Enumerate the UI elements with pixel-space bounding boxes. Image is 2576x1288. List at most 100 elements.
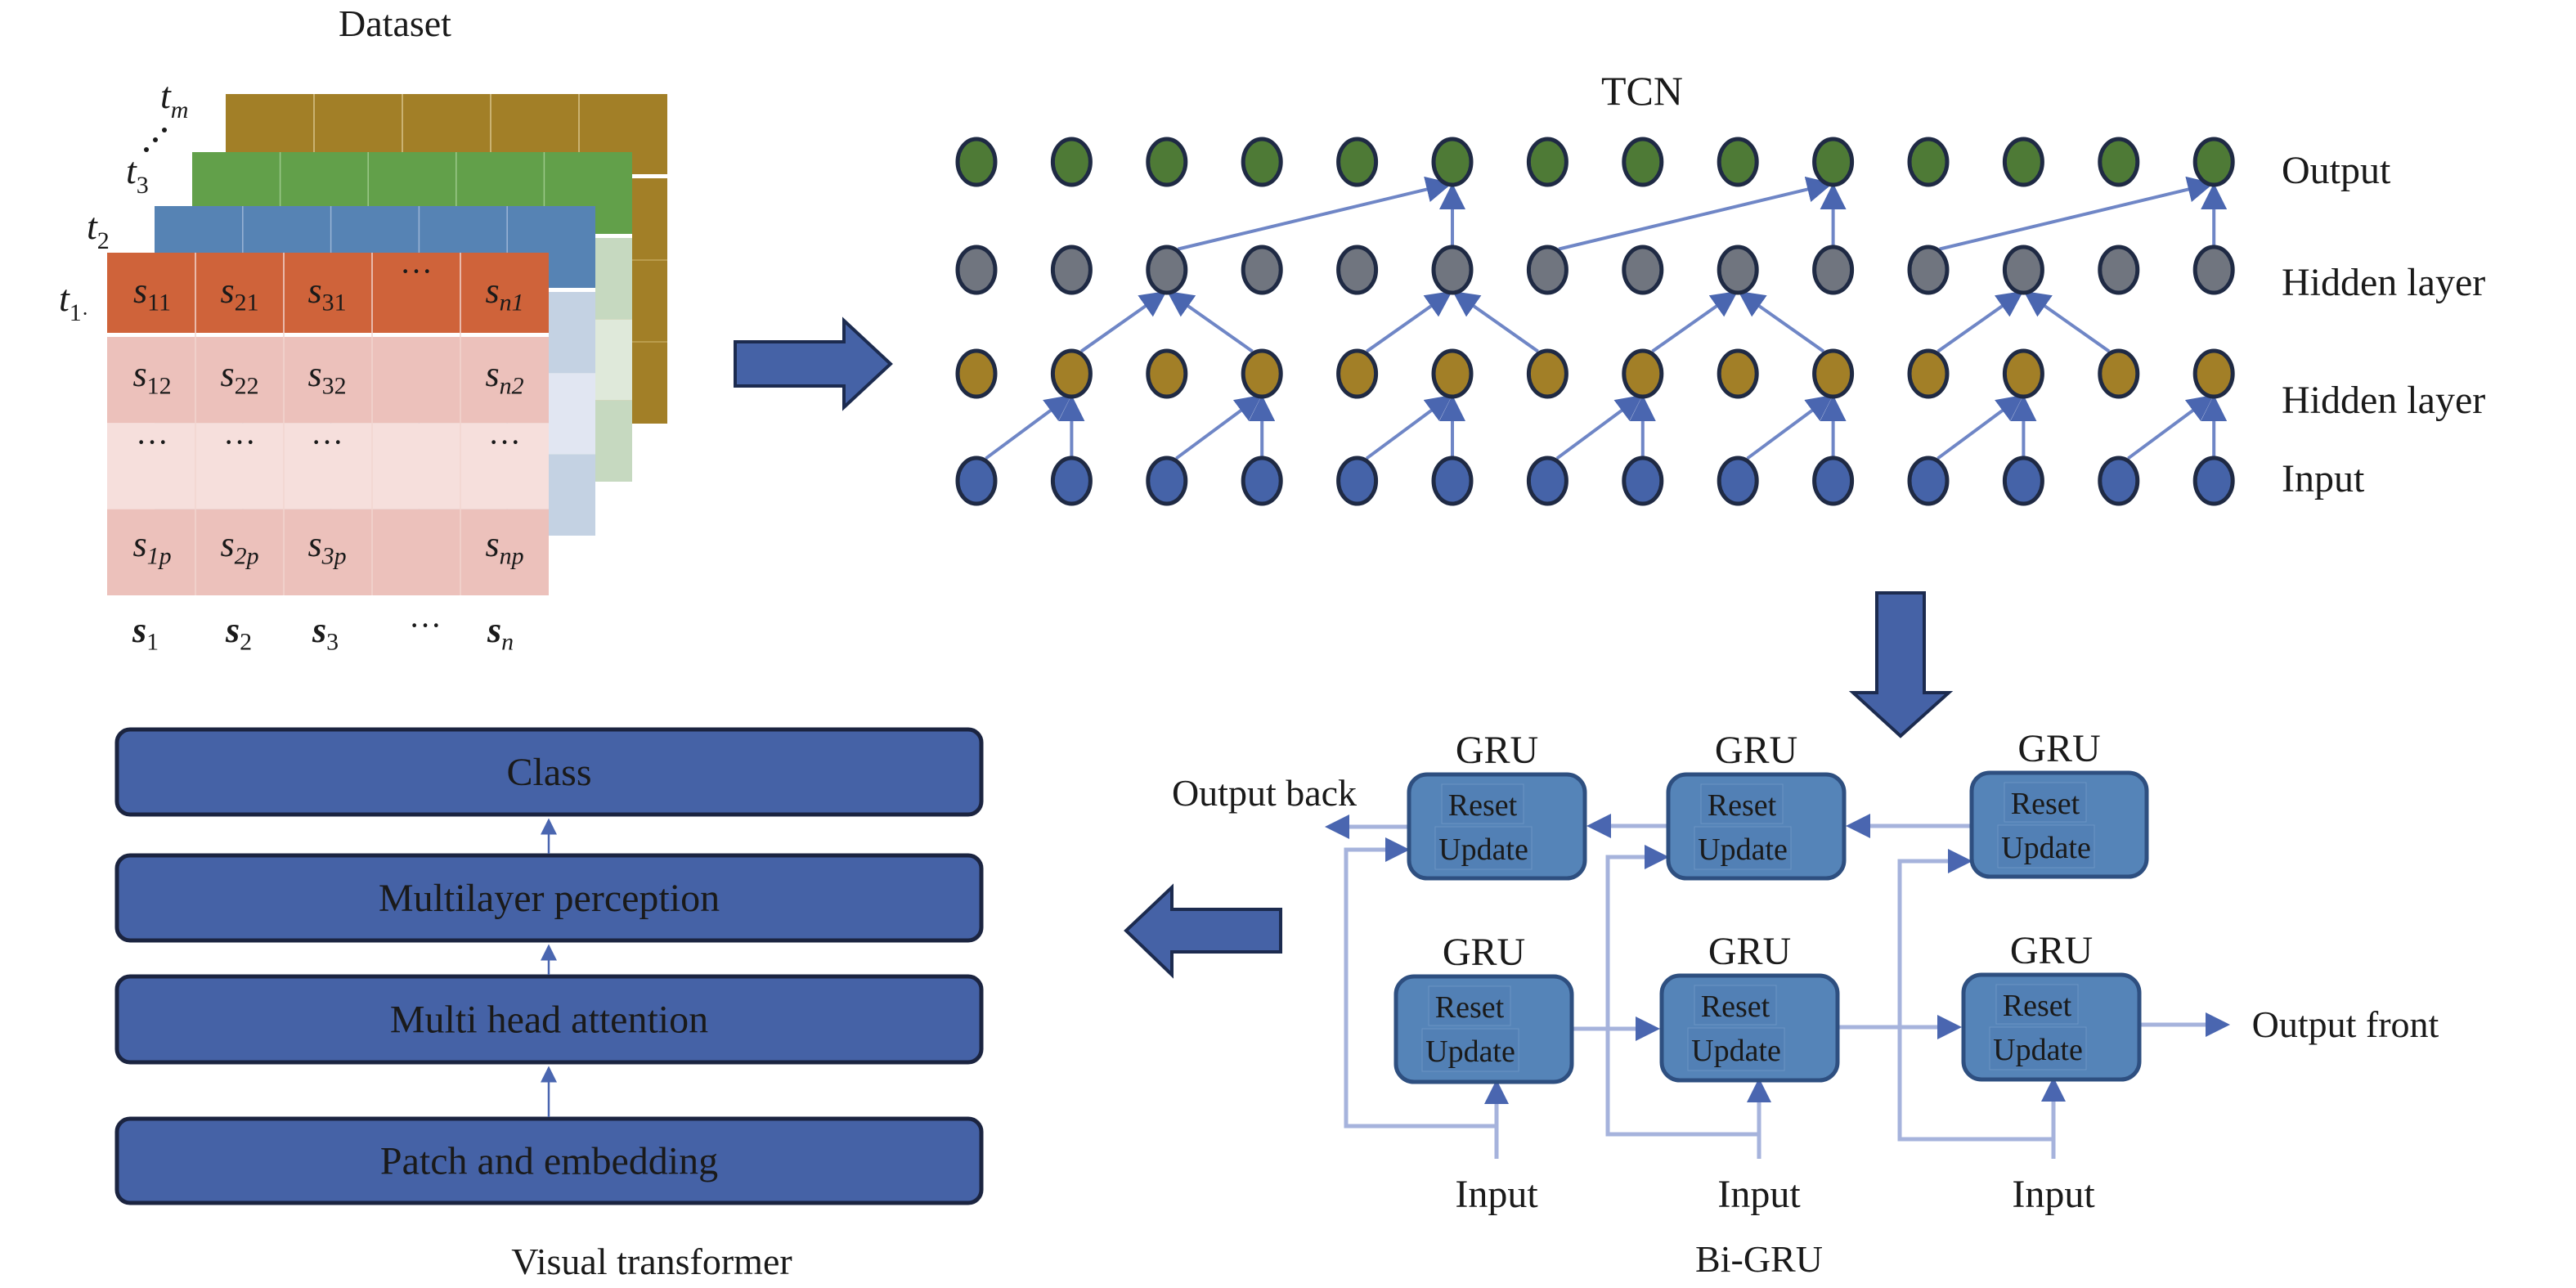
bigru-feedback-line [1897, 849, 2053, 1142]
tcn-node [1622, 348, 1664, 399]
tcn-node [955, 456, 998, 506]
flow-arrow-down [1848, 591, 1954, 738]
vt-block-label: Multilayer perception [379, 877, 720, 920]
flow-arrow-right [734, 316, 893, 411]
math-base: s [225, 610, 240, 650]
tcn-node [1050, 245, 1093, 295]
math-base: s [307, 524, 321, 564]
gru-reset-gate [1995, 984, 2079, 1025]
time-label-t3: t3 [126, 150, 149, 199]
tcn-layer-label: Hidden layer [2282, 261, 2485, 304]
tcn-edge-hidden-hidden [2023, 290, 2111, 353]
time-label-t2: t2 [87, 205, 110, 254]
tcn-edge-input-hidden [2127, 394, 2215, 460]
vt-block-label: Multi head attention [390, 999, 708, 1042]
tcn-edge-hidden-hidden [1166, 290, 1254, 353]
gru-cell-title: GRU [1715, 729, 1797, 772]
tcn-node [955, 137, 998, 187]
tcn-node [2002, 348, 2044, 399]
gru-update-label: Update [1698, 832, 1788, 867]
tcn-node [1622, 456, 1664, 506]
math-base: s [307, 271, 321, 311]
bigru-input-label: Input [1717, 1173, 1801, 1216]
gru-reset-label: Reset [2003, 989, 2072, 1023]
math-subscript: 11 [147, 289, 171, 316]
tcn-node [1907, 137, 1950, 187]
dataset-title: Dataset [339, 2, 451, 44]
math-base: s [312, 610, 326, 650]
matrix-cell: snp [485, 524, 523, 570]
ellipsis-dot [144, 147, 149, 152]
time-label-base: t [160, 74, 172, 116]
sensor-label: sn [487, 610, 514, 656]
tcn-node [1146, 137, 1188, 187]
tcn-edges [985, 176, 2228, 461]
gru-update-gate [1434, 826, 1533, 870]
time-label-t1: t1· [59, 277, 88, 326]
math-base: s [485, 524, 499, 564]
matrix-cell-header: sn1 [485, 271, 523, 316]
tcn-node [1050, 456, 1093, 506]
math-subscript: 1p [147, 543, 172, 570]
matrix-cell: s12 [132, 354, 171, 400]
tcn-node [1336, 137, 1379, 187]
vt-block [114, 853, 984, 943]
gru-reset-label: Reset [2011, 787, 2080, 821]
tcn-edge-hidden-hidden [1651, 290, 1739, 353]
gru-update-gate [1694, 826, 1792, 870]
ellipsis-dot [153, 137, 158, 142]
tcn-node [1050, 348, 1093, 399]
math-base: s [220, 524, 234, 564]
gru-reset-gate [1694, 985, 1777, 1025]
math-subscript: 21 [235, 289, 259, 316]
tcn-node [1812, 137, 1855, 187]
tcn-edge-hidden-hidden [1079, 290, 1167, 353]
tcn-layer-label: Hidden layer [2282, 379, 2485, 422]
math-subscript: np [500, 543, 524, 570]
math-subscript: 22 [235, 373, 259, 400]
tcn-nodes [955, 137, 2235, 506]
gru-cell-title: GRU [1456, 729, 1538, 772]
math-subscript: 2 [240, 629, 252, 656]
matrix-ellipsis: ··· [311, 424, 343, 460]
gru-update-gate [1687, 1027, 1785, 1071]
math-base: s [220, 271, 234, 311]
matrix-cell: s22 [220, 354, 258, 400]
tcn-node [1241, 348, 1283, 399]
tcn-node [2098, 245, 2140, 295]
tcn-edge-hidden-hidden [1452, 290, 1539, 353]
tcn-node [1431, 456, 1474, 506]
time-label-base: t [59, 277, 70, 319]
vt-block-label: Patch and embedding [380, 1140, 718, 1183]
tcn-edge-hidden-hidden [1936, 290, 2024, 353]
bigru-feedback-line [1605, 845, 1759, 1137]
tcn-node [2192, 245, 2235, 295]
bigru-input-label: Input [2012, 1173, 2095, 1216]
math-subscript: 3 [326, 629, 339, 656]
tcn-node [1717, 137, 1759, 187]
layer-gap [107, 333, 549, 337]
tcn-node [1812, 348, 1855, 399]
tcn-node [1146, 348, 1188, 399]
gru-reset-gate [1700, 783, 1784, 824]
math-subscript: 31 [322, 289, 347, 316]
tcn-node [1907, 245, 1950, 295]
flow-arrow-left [1124, 883, 1282, 979]
tcn-node [1717, 348, 1759, 399]
tcn-node [1717, 245, 1759, 295]
tcn-node [1622, 245, 1664, 295]
time-label-base: t [126, 150, 137, 191]
math-base: s [132, 354, 146, 394]
dataset-layer-t1 [107, 253, 549, 595]
math-base: s [485, 354, 499, 394]
tcn-node [1050, 137, 1093, 187]
